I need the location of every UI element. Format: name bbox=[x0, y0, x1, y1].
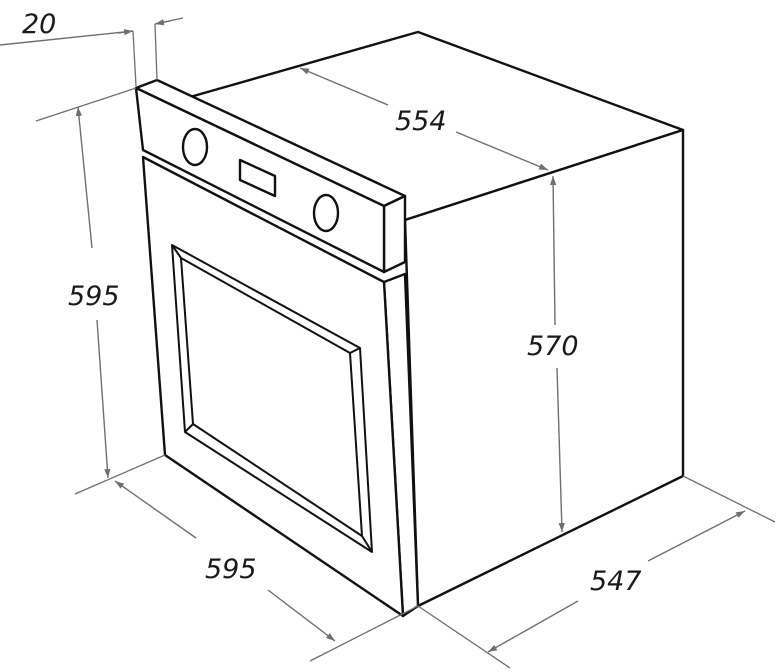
label-front-width: 595 bbox=[205, 554, 257, 585]
door-window-bevel bbox=[171, 244, 373, 553]
dimension-body-height: 570 bbox=[527, 175, 579, 533]
door-front bbox=[141, 155, 405, 618]
label-overall-height: 595 bbox=[68, 281, 120, 312]
dimension-top-depth: 554 bbox=[299, 67, 549, 171]
oven-door bbox=[141, 155, 420, 618]
display-icon bbox=[238, 158, 277, 198]
control-panel-front bbox=[134, 86, 386, 274]
label-body-depth: 547 bbox=[590, 566, 642, 597]
dimension-front-width: 595 bbox=[114, 480, 419, 662]
label-top-depth: 554 bbox=[395, 106, 447, 137]
control-panel bbox=[134, 78, 407, 274]
label-body-height: 570 bbox=[527, 331, 579, 362]
right-knob-icon bbox=[312, 193, 340, 233]
dimension-overall-height: 595 bbox=[35, 87, 166, 495]
left-knob-icon bbox=[181, 127, 209, 167]
dimension-panel-thickness: 20 bbox=[0, 9, 184, 87]
label-panel-thickness: 20 bbox=[22, 9, 56, 40]
dimension-body-depth: 547 bbox=[417, 475, 776, 669]
control-panel-side-edge bbox=[382, 194, 407, 274]
